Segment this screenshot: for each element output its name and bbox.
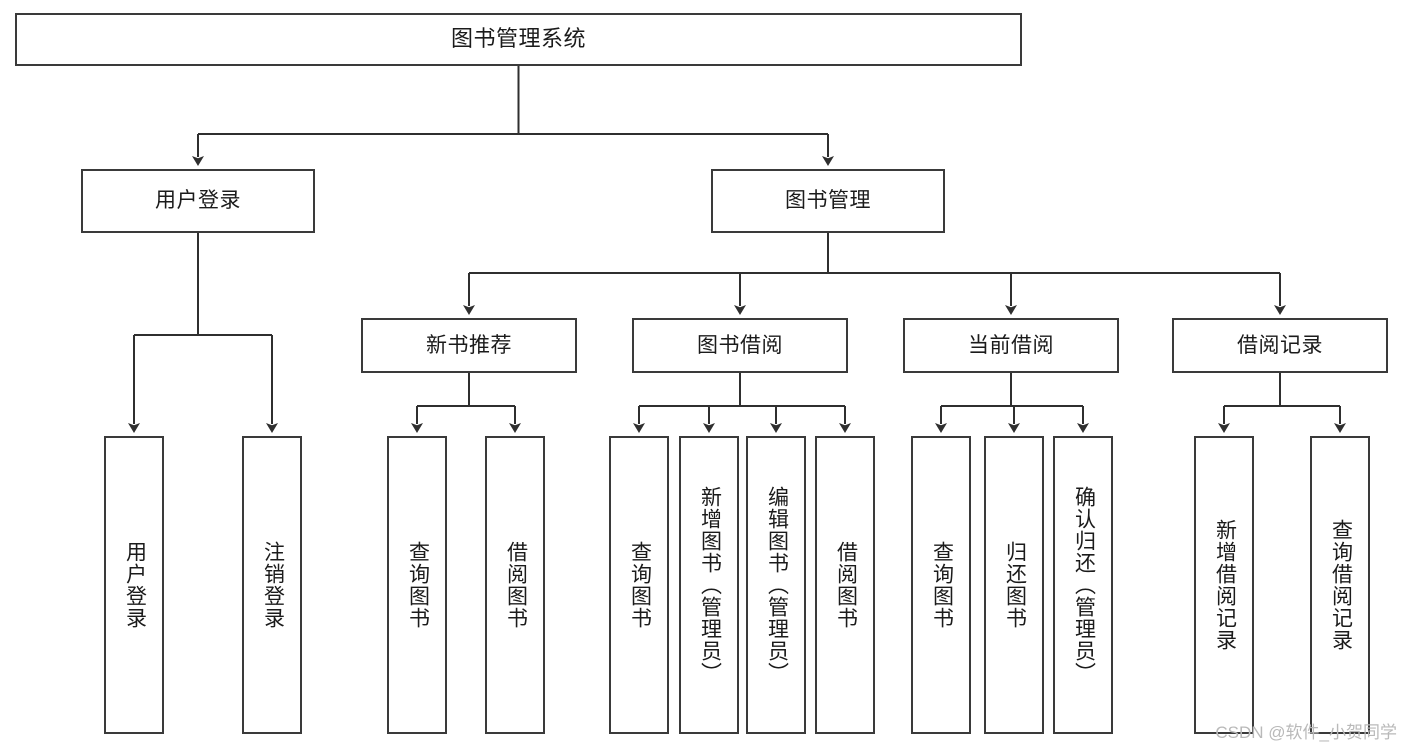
node-box-book-borrow[interactable]: 图书借阅 (632, 318, 848, 373)
node-box-user-login[interactable]: 用户登录 (81, 169, 315, 233)
node-box-root[interactable]: 图书管理系统 (15, 13, 1022, 66)
node-box-cur-query-book[interactable]: 查询图书 (911, 436, 971, 734)
watermark-label: CSDN @软件_小贺同学 (1215, 723, 1397, 742)
node-box-borrow-add-book[interactable]: 新增图书（管理员） (679, 436, 739, 734)
node-label-user-login: 用户登录 (155, 189, 241, 213)
node-label-cur-confirm-return: 确认归还（管理员） (1072, 486, 1096, 684)
node-box-borrow-query-book[interactable]: 查询图书 (609, 436, 669, 734)
node-label-cur-query-book: 查询图书 (930, 541, 954, 629)
node-label-current-borrow: 当前借阅 (968, 333, 1054, 357)
node-label-login-user-login: 用户登录 (123, 541, 147, 629)
node-box-borrow-record[interactable]: 借阅记录 (1172, 318, 1388, 373)
node-box-rec-borrow-book[interactable]: 借阅图书 (485, 436, 545, 734)
node-label-cur-return-book: 归还图书 (1003, 541, 1027, 629)
node-box-rec-query-book[interactable]: 查询图书 (387, 436, 447, 734)
node-label-borrow-add-book: 新增图书（管理员） (698, 486, 722, 684)
node-label-new-book-rec: 新书推荐 (426, 333, 512, 357)
node-label-login-logout: 注销登录 (261, 541, 285, 629)
node-box-borrow-borrow-book[interactable]: 借阅图书 (815, 436, 875, 734)
node-label-book-manage: 图书管理 (785, 189, 871, 213)
node-box-cur-return-book[interactable]: 归还图书 (984, 436, 1044, 734)
node-label-rec-query-book: 查询图书 (406, 541, 430, 629)
node-label-book-borrow: 图书借阅 (697, 333, 783, 357)
node-box-cur-confirm-return[interactable]: 确认归还（管理员） (1053, 436, 1113, 734)
node-label-borrow-edit-book: 编辑图书（管理员） (765, 486, 789, 684)
node-box-rec-add-record[interactable]: 新增借阅记录 (1194, 436, 1254, 734)
node-label-borrow-borrow-book: 借阅图书 (834, 541, 858, 629)
node-label-borrow-record: 借阅记录 (1237, 333, 1323, 357)
node-label-rec-add-record: 新增借阅记录 (1213, 519, 1237, 651)
node-label-borrow-query-book: 查询图书 (628, 541, 652, 629)
node-box-borrow-edit-book[interactable]: 编辑图书（管理员） (746, 436, 806, 734)
node-label-rec-query-record: 查询借阅记录 (1329, 519, 1353, 651)
node-box-new-book-rec[interactable]: 新书推荐 (361, 318, 577, 373)
node-box-rec-query-record[interactable]: 查询借阅记录 (1310, 436, 1370, 734)
node-box-login-user-login[interactable]: 用户登录 (104, 436, 164, 734)
node-box-login-logout[interactable]: 注销登录 (242, 436, 302, 734)
node-box-book-manage[interactable]: 图书管理 (711, 169, 945, 233)
node-box-current-borrow[interactable]: 当前借阅 (903, 318, 1119, 373)
node-label-root: 图书管理系统 (450, 26, 586, 52)
node-label-rec-borrow-book: 借阅图书 (504, 541, 528, 629)
